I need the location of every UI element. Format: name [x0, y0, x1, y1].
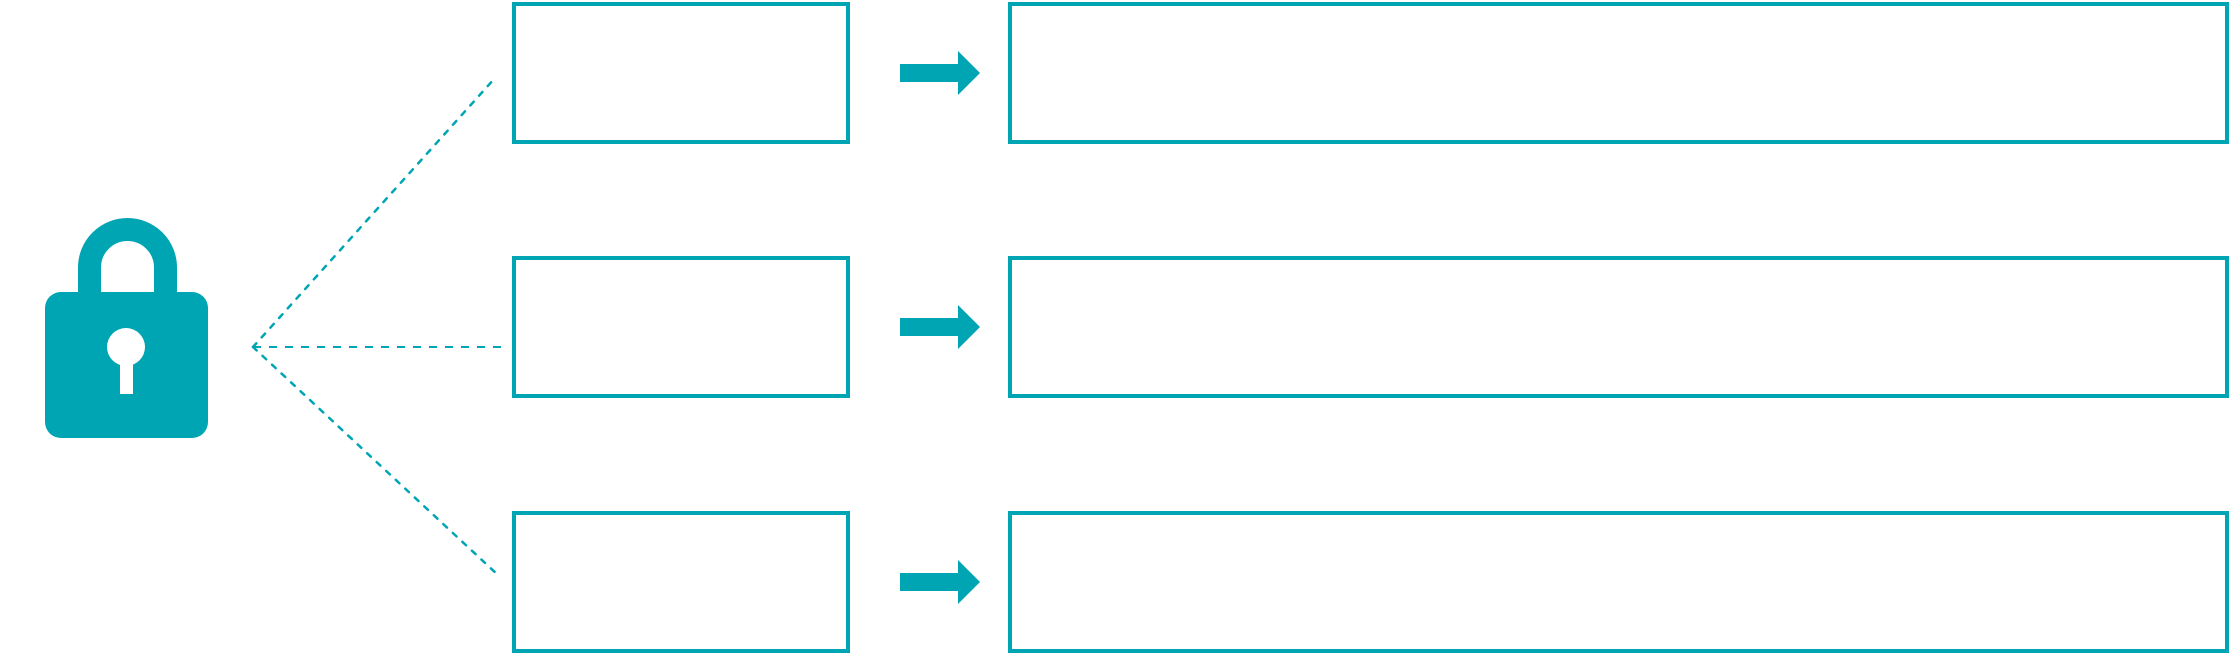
lock-icon	[45, 218, 208, 438]
right-arrow-icon	[900, 305, 980, 349]
dashed-connector-bottom	[251, 345, 500, 577]
source-box-2	[512, 256, 850, 398]
dashed-connector-top	[251, 76, 497, 349]
source-box-1	[512, 2, 850, 144]
target-box-2	[1008, 256, 2229, 398]
lock-keyhole-circle	[107, 328, 145, 366]
source-box-3	[512, 511, 850, 653]
target-box-3	[1008, 511, 2229, 653]
lock-keyhole-stem	[120, 354, 133, 394]
right-arrow-icon	[900, 51, 980, 95]
right-arrow-icon	[900, 560, 980, 604]
lock-shackle	[78, 218, 177, 314]
target-box-1	[1008, 2, 2229, 144]
